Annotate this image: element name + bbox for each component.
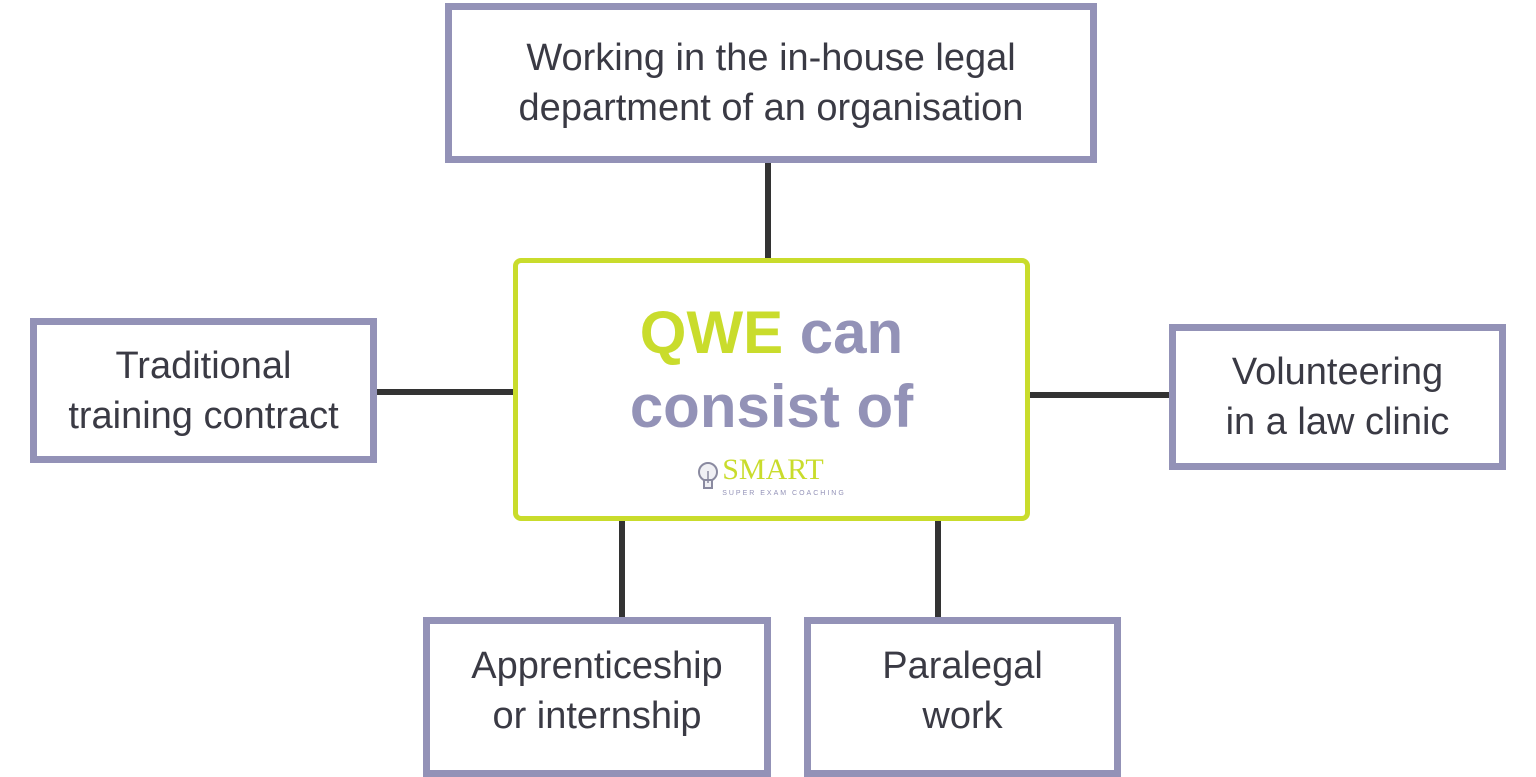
node-training-contract: Traditional training contract [30, 318, 377, 463]
node-law-clinic: Volunteering in a law clinic [1169, 324, 1506, 470]
lightbulb-icon [698, 461, 719, 489]
node-in-house-legal: Working in the in-house legal department… [445, 3, 1097, 163]
logo-word: SMART [722, 453, 824, 486]
logo-tagline: SUPER EXAM COACHING [722, 490, 846, 497]
node-text-line2: department of an organisation [518, 87, 1024, 129]
central-node: QWE can consist of SMART SUPER EXAM COAC… [513, 258, 1030, 521]
node-text-line1: Apprenticeship [471, 645, 723, 687]
node-text-line1: Working in the in-house legal [526, 37, 1016, 79]
title-rest: can [799, 299, 904, 366]
connector-top [765, 163, 771, 258]
node-apprenticeship: Apprenticeship or internship [423, 617, 771, 777]
node-paralegal: Paralegal work [804, 617, 1121, 777]
central-title: QWE can consist of [630, 296, 913, 444]
node-text-line2: in a law clinic [1225, 401, 1450, 443]
title-accent: QWE [639, 299, 784, 366]
smart-logo: SMART SUPER EXAM COACHING [697, 452, 846, 499]
node-text-line1: Paralegal [882, 645, 1043, 687]
node-text-line1: Traditional [115, 344, 292, 387]
title-line1: QWE can [630, 296, 913, 370]
connector-right [1030, 392, 1169, 398]
connector-left [377, 389, 513, 395]
node-text-line2: work [922, 695, 1003, 737]
connector-bottom-left [619, 521, 625, 617]
title-line2: consist of [629, 373, 914, 440]
node-text-line1: Volunteering [1231, 351, 1444, 393]
connector-bottom-right [935, 521, 941, 617]
node-text-line2: or internship [492, 695, 702, 737]
node-text-line2: training contract [68, 394, 339, 437]
